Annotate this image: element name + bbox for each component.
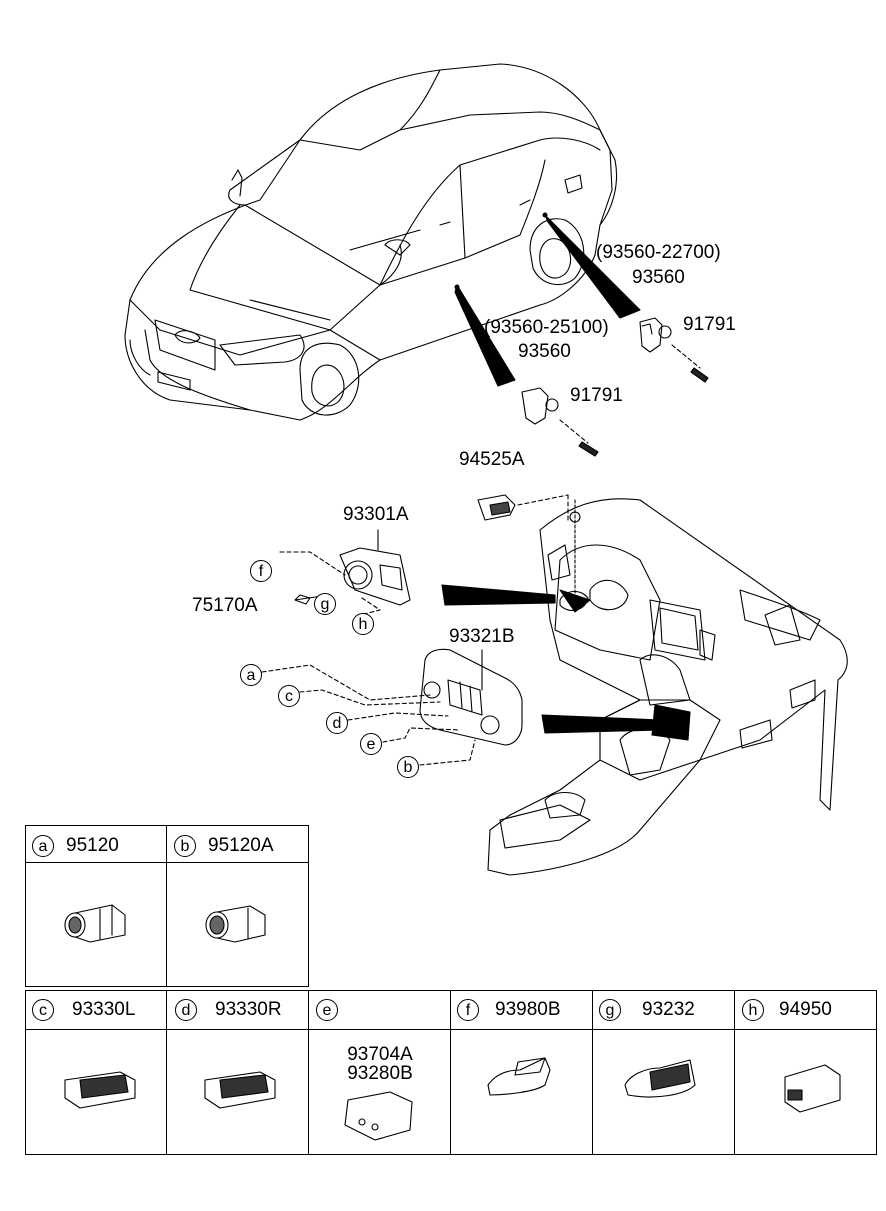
callout-circle-d: d xyxy=(326,712,348,734)
leader-wedge-dash-lower xyxy=(541,714,661,734)
callout-circle-g: g xyxy=(314,593,336,615)
table-circle-g: g xyxy=(599,999,621,1021)
part-93330R-shape xyxy=(204,1071,276,1109)
part-93301A-shape xyxy=(279,529,411,616)
leader-wedge-dash-upper xyxy=(441,584,556,606)
part-95120A-shape xyxy=(205,905,266,943)
callout-circle-e: e xyxy=(360,733,382,755)
callout-circle-c: c xyxy=(278,685,300,707)
leader-wedge-rear-door xyxy=(544,214,641,319)
table-part-number: 93980B xyxy=(495,999,561,1020)
table-part-number: 93330L xyxy=(72,999,136,1020)
part-93704A-shape xyxy=(344,1091,413,1141)
callout-circle-h: h xyxy=(352,613,374,635)
door-switch-front xyxy=(521,387,599,457)
table-circle-d: d xyxy=(175,999,197,1021)
table-circle-c: c xyxy=(32,999,54,1021)
part-number-label: 93321B xyxy=(449,626,515,647)
part-95120-shape xyxy=(64,904,126,943)
part-94950-shape xyxy=(784,1064,841,1113)
part-93980B-shape xyxy=(487,1057,551,1096)
part-number-label: (93560-25100) xyxy=(484,317,609,338)
leader-wedge-front-door xyxy=(454,284,516,387)
part-93232-shape xyxy=(624,1059,696,1098)
table-circle-e: e xyxy=(316,999,338,1021)
part-number-label: 94525A xyxy=(459,449,525,470)
table-part-number: 93232 xyxy=(642,999,695,1020)
door-switch-rear xyxy=(639,317,709,383)
part-number-label: 75170A xyxy=(192,595,258,616)
part-number-label: (93560-22700) xyxy=(596,242,721,263)
car-illustration xyxy=(124,63,618,421)
callout-circle-a: a xyxy=(240,664,262,686)
part-number-label: 93560 xyxy=(632,267,685,288)
table-circle-a: a xyxy=(32,835,54,857)
table-circle-h: h xyxy=(742,999,764,1021)
part-number-label: 91791 xyxy=(570,385,623,406)
table-part-number: 95120A xyxy=(208,835,274,856)
table-sub-part-number: 93704A xyxy=(347,1044,413,1065)
callout-circle-f: f xyxy=(250,560,272,582)
table-circle-f: f xyxy=(457,999,479,1021)
callout-circle-b: b xyxy=(397,756,419,778)
table-sub-part-number: 93280B xyxy=(347,1063,413,1084)
part-number-label: 93301A xyxy=(343,504,409,525)
dashboard-illustration xyxy=(487,498,848,876)
table-part-number: 94950 xyxy=(779,999,832,1020)
part-number-label: 91791 xyxy=(683,314,736,335)
table-part-number: 95120 xyxy=(66,835,119,856)
part-93330L-shape xyxy=(64,1071,136,1109)
part-number-label: 93560 xyxy=(518,341,571,362)
part-93321B-shape xyxy=(261,648,523,766)
table-circle-b: b xyxy=(174,835,196,857)
part-94525A-shape xyxy=(477,494,569,521)
table-part-number: 93330R xyxy=(215,999,282,1020)
